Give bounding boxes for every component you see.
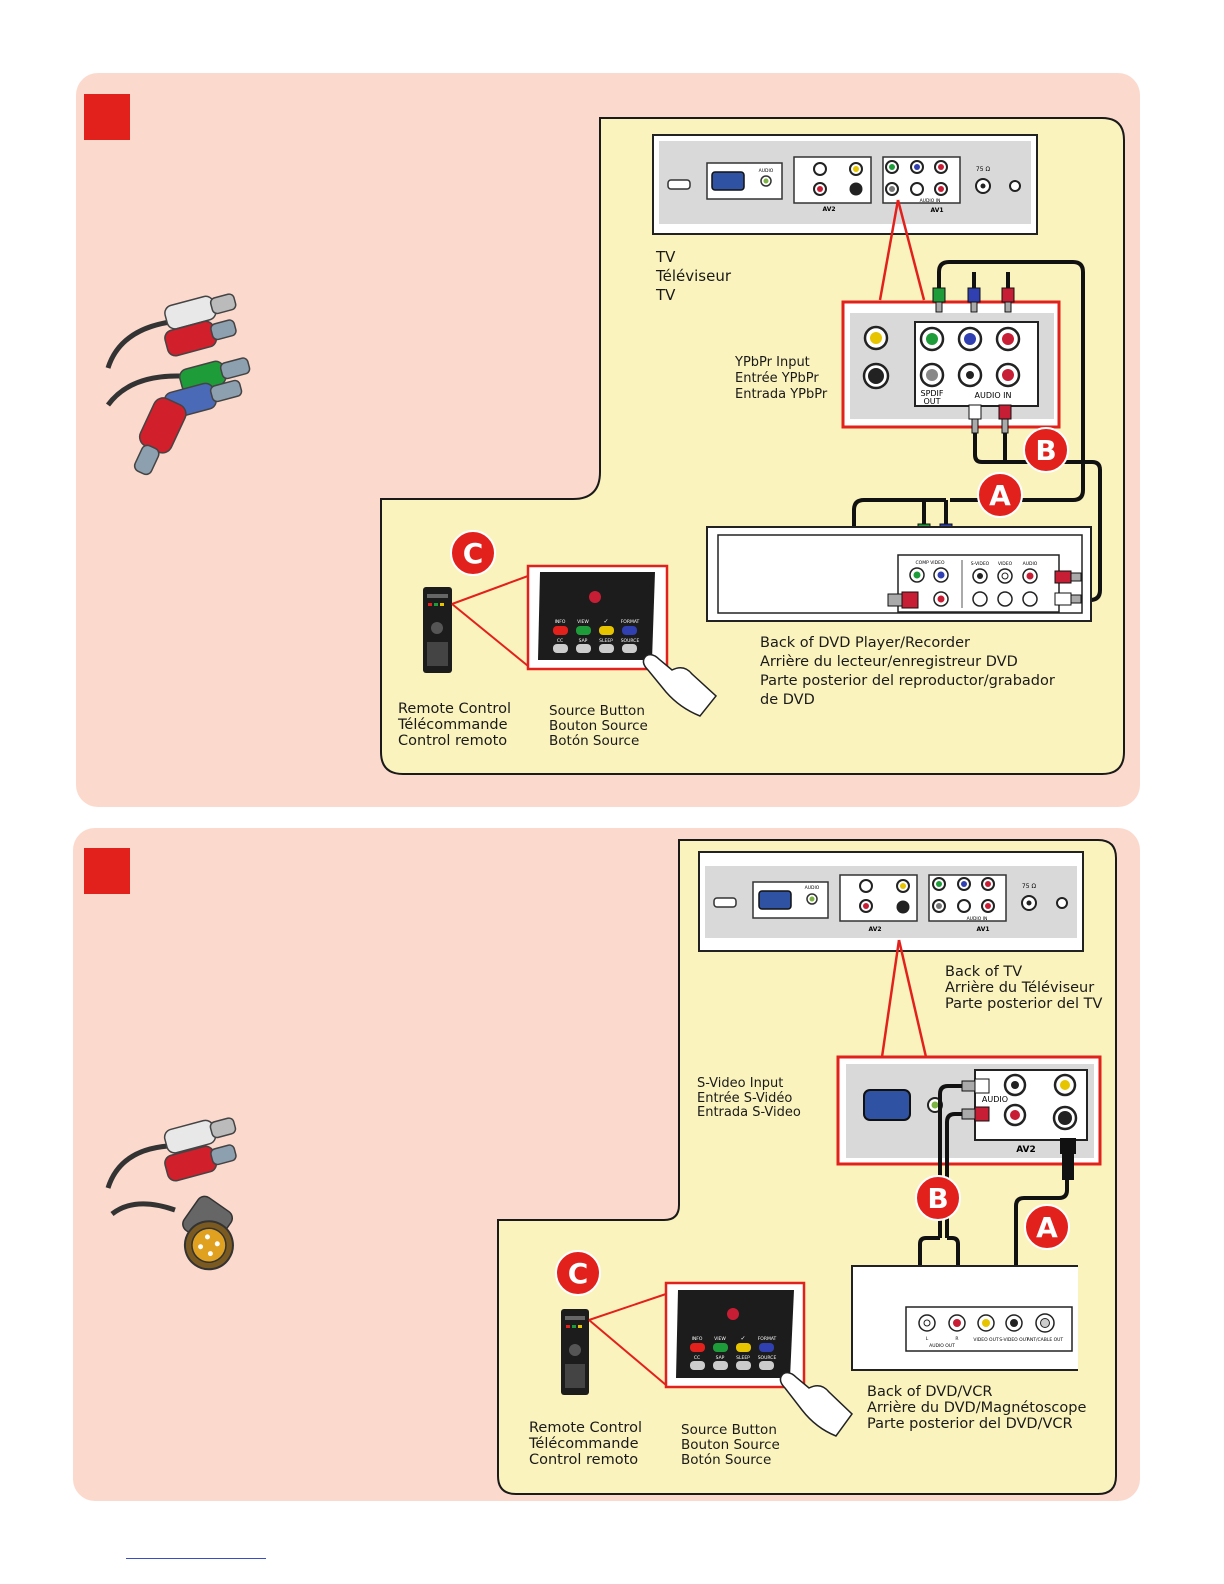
svg-text:SOURCE: SOURCE [621,638,640,644]
footer-divider [126,1558,266,1559]
badge-b-top: B [1023,427,1069,473]
svg-text:FORMAT: FORMAT [758,1336,777,1342]
svg-text:INFO: INFO [555,619,566,625]
svg-text:75 Ω: 75 Ω [976,166,991,173]
plug-dvd-audio-red [1054,570,1082,584]
svg-text:VIEW: VIEW [714,1336,726,1342]
svg-text:AUDIO: AUDIO [759,168,774,174]
svg-text:AV2: AV2 [822,206,835,213]
svg-text:S-VIDEO: S-VIDEO [971,561,990,567]
svg-text:SAP: SAP [579,638,588,644]
plug-pb-blue [967,287,981,313]
plug-audio-red-tv [961,1106,990,1122]
tv-back-panel-top: AUDIO AV2 AV1 AUDIO IN 75 Ω [652,134,1038,235]
hand-pointer-icon-top [642,653,718,717]
plug-audio-red [998,404,1012,434]
svg-text:INFO: INFO [692,1336,703,1342]
svg-text:COMP VIDEO: COMP VIDEO [916,560,945,566]
tv-back-panel-bottom: AUDIO AV2 AV1 AUDIO IN 75 Ω [698,851,1084,952]
svg-text:SOURCE: SOURCE [758,1355,777,1361]
svg-text:✓: ✓ [740,1335,745,1342]
svg-text:SAP: SAP [716,1355,725,1361]
svg-text:AUDIO IN: AUDIO IN [974,391,1011,400]
svg-text:FORMAT: FORMAT [621,619,640,625]
hdmi-port-icon [713,897,737,908]
remote-control-icon-bottom [561,1309,589,1395]
vga-port-icon [711,171,745,191]
svg-text:AUDIO: AUDIO [805,885,820,891]
plug-audio-white [968,404,982,434]
vga-port-icon [758,890,792,910]
svg-text:C: C [568,1257,589,1290]
svg-text:AUDIO: AUDIO [1023,561,1038,567]
dvd-vcr-back-panel: L R AUDIO OUT VIDEO OUT S-VIDEO OUT ANT/… [851,1265,1078,1371]
svg-text:S-VIDEO OUT: S-VIDEO OUT [999,1337,1029,1343]
badge-c-top: C [450,530,496,576]
svg-text:VIDEO: VIDEO [998,561,1013,567]
plug-svideo-tv [1060,1138,1076,1180]
audio-cable-b-bottom [918,1084,975,1270]
plug-audio-white-tv [961,1078,990,1094]
remote-zoom-top: INFO VIEW ✓ FORMAT CC SAP SLEEP SOURCE [526,564,669,671]
remote-control-icon-top [423,587,452,673]
svg-text:AUDIO IN: AUDIO IN [920,198,941,204]
svg-text:75 Ω: 75 Ω [1022,883,1037,890]
plug-y-green [932,287,946,313]
svideo-cable-a [1014,1180,1069,1272]
svg-text:SLEEP: SLEEP [736,1355,750,1361]
svg-text:R: R [955,1336,958,1342]
svg-text:C: C [463,537,484,570]
plug-pr-red [1001,287,1015,313]
badge-a-top: A [977,472,1023,518]
svg-text:AV2: AV2 [1016,1145,1036,1155]
ypbpr-zoom-panel: SPDIF OUT AUDIO IN [841,300,1061,429]
plug-dvd-audio-white [1054,592,1082,606]
svg-text:ANT/CABLE OUT: ANT/CABLE OUT [1027,1337,1064,1343]
hdmi-port-icon [667,179,691,190]
svg-text:CC: CC [557,638,563,644]
svg-text:B: B [1035,434,1056,467]
svg-text:A: A [1036,1211,1058,1244]
svg-text:✓: ✓ [603,618,608,625]
hand-pointer-icon-bottom [779,1371,853,1437]
svg-text:AV1: AV1 [976,926,989,933]
component-cables-illustration-top [105,293,251,476]
step-marker-top [84,94,130,140]
svg-text:VIEW: VIEW [577,619,589,625]
svg-text:AUDIO: AUDIO [982,1095,1008,1104]
plug-dvd-pr-red [887,591,919,609]
svg-text:VIDEO OUT: VIDEO OUT [973,1337,999,1343]
svg-text:AUDIO OUT: AUDIO OUT [929,1343,955,1349]
svg-text:AV2: AV2 [868,926,881,933]
svg-text:SLEEP: SLEEP [599,638,613,644]
svg-text:B: B [927,1182,948,1215]
dvd-back-panel-top: COMP VIDEO S-VIDEO VIDEO AUDIO [706,526,1092,622]
svg-text:AUDIO IN: AUDIO IN [967,916,988,922]
svg-text:OUT: OUT [923,397,940,406]
svideo-cables-illustration-bottom [105,1117,237,1271]
badge-b-bottom: B [915,1175,961,1221]
remote-zoom-bottom: INFO VIEW ✓ FORMAT CC SAP SLEEP SOURCE [664,1281,806,1389]
svg-text:SPDIF: SPDIF [920,389,943,398]
step-marker-bottom [84,848,130,894]
badge-a-bottom: A [1024,1204,1070,1250]
svg-text:CC: CC [694,1355,700,1361]
svg-text:A: A [989,479,1011,512]
badge-c-bottom: C [555,1250,601,1296]
svg-text:AV1: AV1 [930,207,943,214]
svg-text:L: L [926,1336,929,1342]
